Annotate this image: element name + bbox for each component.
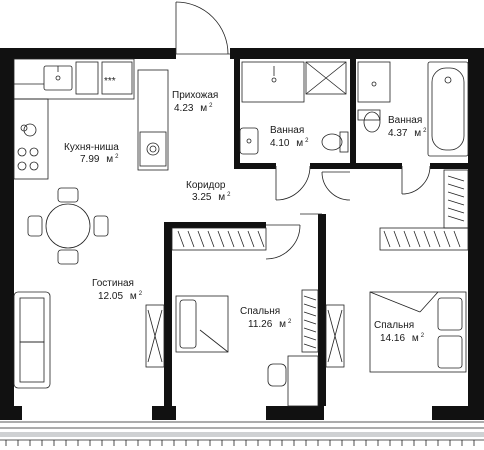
room-name: Кухня-ниша [64,142,119,153]
sofa [13,291,51,389]
shelf-line [303,319,317,325]
room-name: Прихожая [172,90,218,101]
hanger [403,230,411,248]
room-area-superscript: 2 [139,291,143,297]
room-area-unit: м [106,154,113,165]
room-area-superscript: 2 [115,154,119,160]
bottom-window-strip [0,418,484,450]
hanger [447,191,465,198]
shelf-line [303,327,317,333]
bathroom-2-fixtures [357,61,469,157]
bathroom-2-door [401,165,431,195]
hanger [197,230,205,248]
shelf-line [303,335,317,341]
shelf-line [303,295,317,301]
room-area-unit: м [279,319,286,330]
room-area-value: 3.25 [192,192,214,203]
hanger [187,230,195,248]
room-area-unit: м [296,138,303,149]
room-area-superscript: 2 [209,103,213,109]
room-area-value: 14.16 [380,333,408,344]
hanger [447,215,465,222]
room-name: Коридор [186,180,226,191]
room-area-unit: м [200,103,207,114]
room-area-unit: м [130,291,137,302]
room-area-unit: м [414,128,421,139]
shelf-line [303,311,317,317]
hanger [447,175,465,182]
tv-unit [145,304,165,368]
kitchen-counter [13,58,135,180]
bathroom-1-door [275,165,311,201]
room-area-superscript: 2 [288,319,292,325]
room-area-value: 4.23 [174,103,196,114]
room-area-value: 12.05 [98,291,126,302]
walls [0,48,484,420]
room-name: Спальня [240,306,280,317]
desk-chair [267,355,319,407]
room-area-unit: м [218,192,225,203]
dining-table [27,187,109,265]
hanger [423,230,431,248]
hanger [383,230,391,248]
hanger [207,230,215,248]
room-name: Ванная [270,125,304,136]
entrance-door [175,1,230,55]
hanger [237,230,245,248]
hanger [247,230,255,248]
room-area-superscript: 2 [305,138,309,144]
room-area-value: 4.10 [270,138,292,149]
hanger [217,230,225,248]
shelf-line [303,303,317,309]
hanger [177,230,185,248]
hanger [453,230,461,248]
room-area-value: 7.99 [80,154,102,165]
hanger [393,230,401,248]
room-name: Спальня [374,320,414,331]
bed-bedroom-1 [175,295,229,353]
hanger [227,230,235,248]
hanger [447,183,465,190]
room-name: Гостиная [92,278,134,289]
room-area-value: 4.37 [388,128,410,139]
washing-machine [137,69,169,171]
wardrobe-bedroom-1 [171,227,267,251]
room-name: Ванная [388,115,422,126]
wardrobe-bedroom-2 [379,169,469,251]
hanger [433,230,441,248]
room-area-superscript: 2 [227,192,231,198]
hanger [413,230,421,248]
hanger [257,230,265,248]
room-area-value: 11.26 [248,319,275,330]
shelf-line [303,343,317,349]
room-area-superscript: 2 [421,333,425,339]
bedroom-2-door [321,171,351,201]
shelf-bedroom-1 [301,289,319,353]
room-area-superscript: 2 [423,128,427,134]
stove-marks: *** [104,76,116,87]
room-area-unit: м [412,333,419,344]
tv-unit-bedroom [325,304,345,368]
hanger [443,230,451,248]
hanger [447,207,465,214]
bedroom-1-door [265,224,301,260]
hanger [447,199,465,206]
bathroom-1-fixtures [239,61,349,155]
bed-bedroom-2 [369,291,467,373]
